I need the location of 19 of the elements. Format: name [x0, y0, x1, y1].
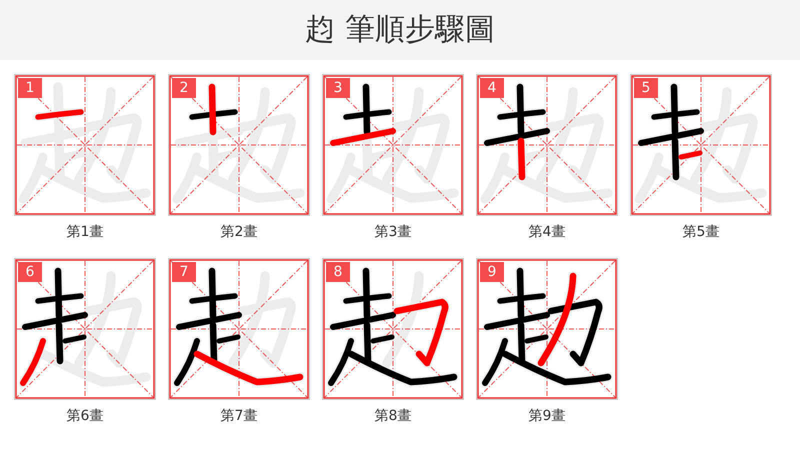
step-number-badge: 6 [18, 262, 42, 282]
step-number-badge: 5 [634, 78, 658, 98]
step-number-badge: 9 [480, 262, 504, 282]
stroke-caption: 第4畫 [528, 223, 566, 241]
stroke-caption: 第2畫 [220, 223, 258, 241]
step-number-badge: 2 [172, 78, 196, 98]
step-number-badge: 7 [172, 262, 196, 282]
step-number-badge: 4 [480, 78, 504, 98]
step-number-badge: 8 [326, 262, 350, 282]
step-number-badge: 3 [326, 78, 350, 98]
stroke-caption: 第3畫 [374, 223, 412, 241]
stroke-caption: 第5畫 [682, 223, 720, 241]
stroke-caption: 第1畫 [66, 223, 104, 241]
page-title: 赹 筆順步驟圖 [305, 11, 495, 49]
stroke-caption: 第9畫 [528, 407, 566, 425]
stroke-caption: 第7畫 [220, 407, 258, 425]
step-number-badge: 1 [18, 78, 42, 98]
stroke-caption: 第8畫 [374, 407, 412, 425]
stroke-caption: 第6畫 [66, 407, 104, 425]
